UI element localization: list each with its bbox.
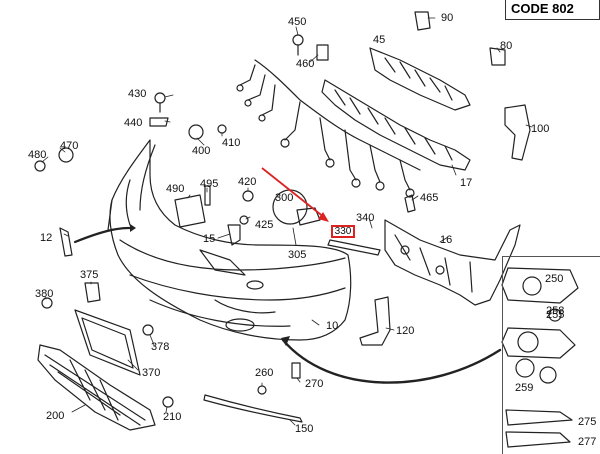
plate-holder (74, 309, 141, 376)
part-number-label: 305 (288, 249, 307, 261)
part-number-label: 380 (35, 288, 54, 300)
bracket-16 (384, 219, 521, 306)
part-number-label: 259 (515, 382, 534, 394)
wiring-harness (236, 59, 421, 198)
part-number-label: 450 (288, 16, 307, 28)
grille-200 (37, 344, 156, 431)
part-number-label: 277 (578, 436, 597, 448)
part-number-label: 80 (500, 40, 513, 52)
part-number-label: 17 (460, 177, 473, 189)
bracket-15 (227, 224, 241, 246)
red-pointer-arrow (261, 167, 329, 222)
part-number-label: 200 (46, 410, 65, 422)
part-number-label: 258 (546, 305, 565, 317)
part-number-label: 370 (142, 367, 161, 379)
part-number-label: 250 (545, 273, 564, 285)
fasteners (34, 11, 506, 408)
strip-150 (203, 394, 303, 423)
part-number-label: 400 (192, 145, 211, 157)
carrier-17 (321, 79, 471, 171)
code-label: CODE 802 (505, 0, 600, 20)
side-parts (501, 267, 579, 448)
part-number-label: 275 (578, 416, 597, 428)
leader-lines (41, 17, 533, 426)
part-number-label: 210 (163, 411, 182, 423)
bracket-12 (59, 227, 73, 257)
part-number-label: 90 (441, 12, 454, 24)
side-panel (502, 256, 600, 454)
part-number-label: 480 (28, 149, 47, 161)
part-number-label: 260 (255, 367, 274, 379)
part-number-label: 270 (305, 378, 324, 390)
highlighted-part-label: 330 (331, 225, 355, 238)
bumper-cover (107, 139, 352, 341)
part-number-label: 300 (275, 192, 294, 204)
part-number-label: 430 (128, 88, 147, 100)
part-number-label: 465 (420, 192, 439, 204)
part-number-label: 120 (396, 325, 415, 337)
part-number-label: 16 (440, 234, 453, 246)
part-number-label: 255 (546, 309, 565, 321)
part-number-label: 425 (255, 219, 274, 231)
part-number-label: 10 (326, 320, 339, 332)
part-number-label: 440 (124, 117, 143, 129)
bracket-120 (359, 296, 391, 346)
part-number-label: 495 (200, 178, 219, 190)
part-number-label: 45 (373, 34, 386, 46)
part-number-label: 15 (203, 233, 216, 245)
part-number-label: 460 (296, 58, 315, 70)
part-number-label: 378 (151, 341, 170, 353)
part-number-label: 12 (40, 232, 53, 244)
part-number-label: 150 (295, 423, 314, 435)
module-490 (174, 194, 206, 228)
part-number-label: 375 (80, 269, 99, 281)
part-number-label: 100 (531, 123, 550, 135)
part-number-label: 490 (166, 183, 185, 195)
part-number-label: 420 (238, 176, 257, 188)
part-number-label: 470 (60, 140, 79, 152)
part-number-label: 410 (222, 137, 241, 149)
upper-rail (369, 47, 471, 111)
part-number-label: 340 (356, 212, 375, 224)
bracket-100 (504, 104, 531, 161)
